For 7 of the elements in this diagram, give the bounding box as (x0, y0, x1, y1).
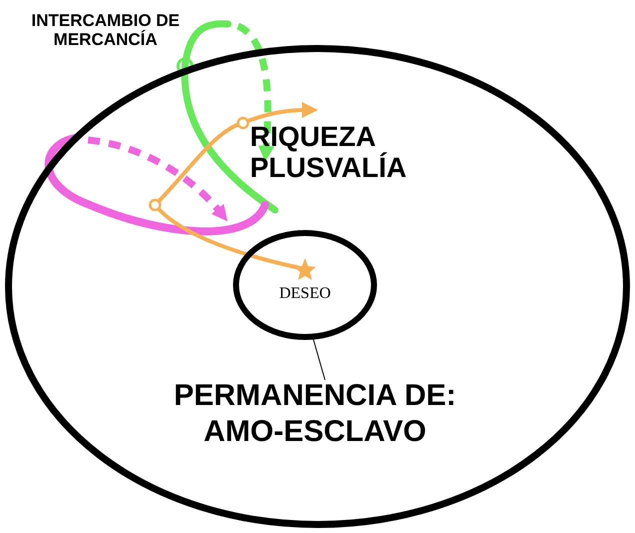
circle (233, 230, 377, 340)
leader-line (312, 338, 326, 380)
outer-ellipse (5, 45, 630, 528)
label-text: DESEO (278, 285, 332, 303)
caption-text: PERMANENCIA DE: AMO-ESCLAVO (172, 378, 458, 450)
label-text: RIQUEZA PLUSVALÍA (250, 122, 408, 184)
label-text: INTERCAMBIO DE MERCANCÍA (30, 12, 181, 50)
